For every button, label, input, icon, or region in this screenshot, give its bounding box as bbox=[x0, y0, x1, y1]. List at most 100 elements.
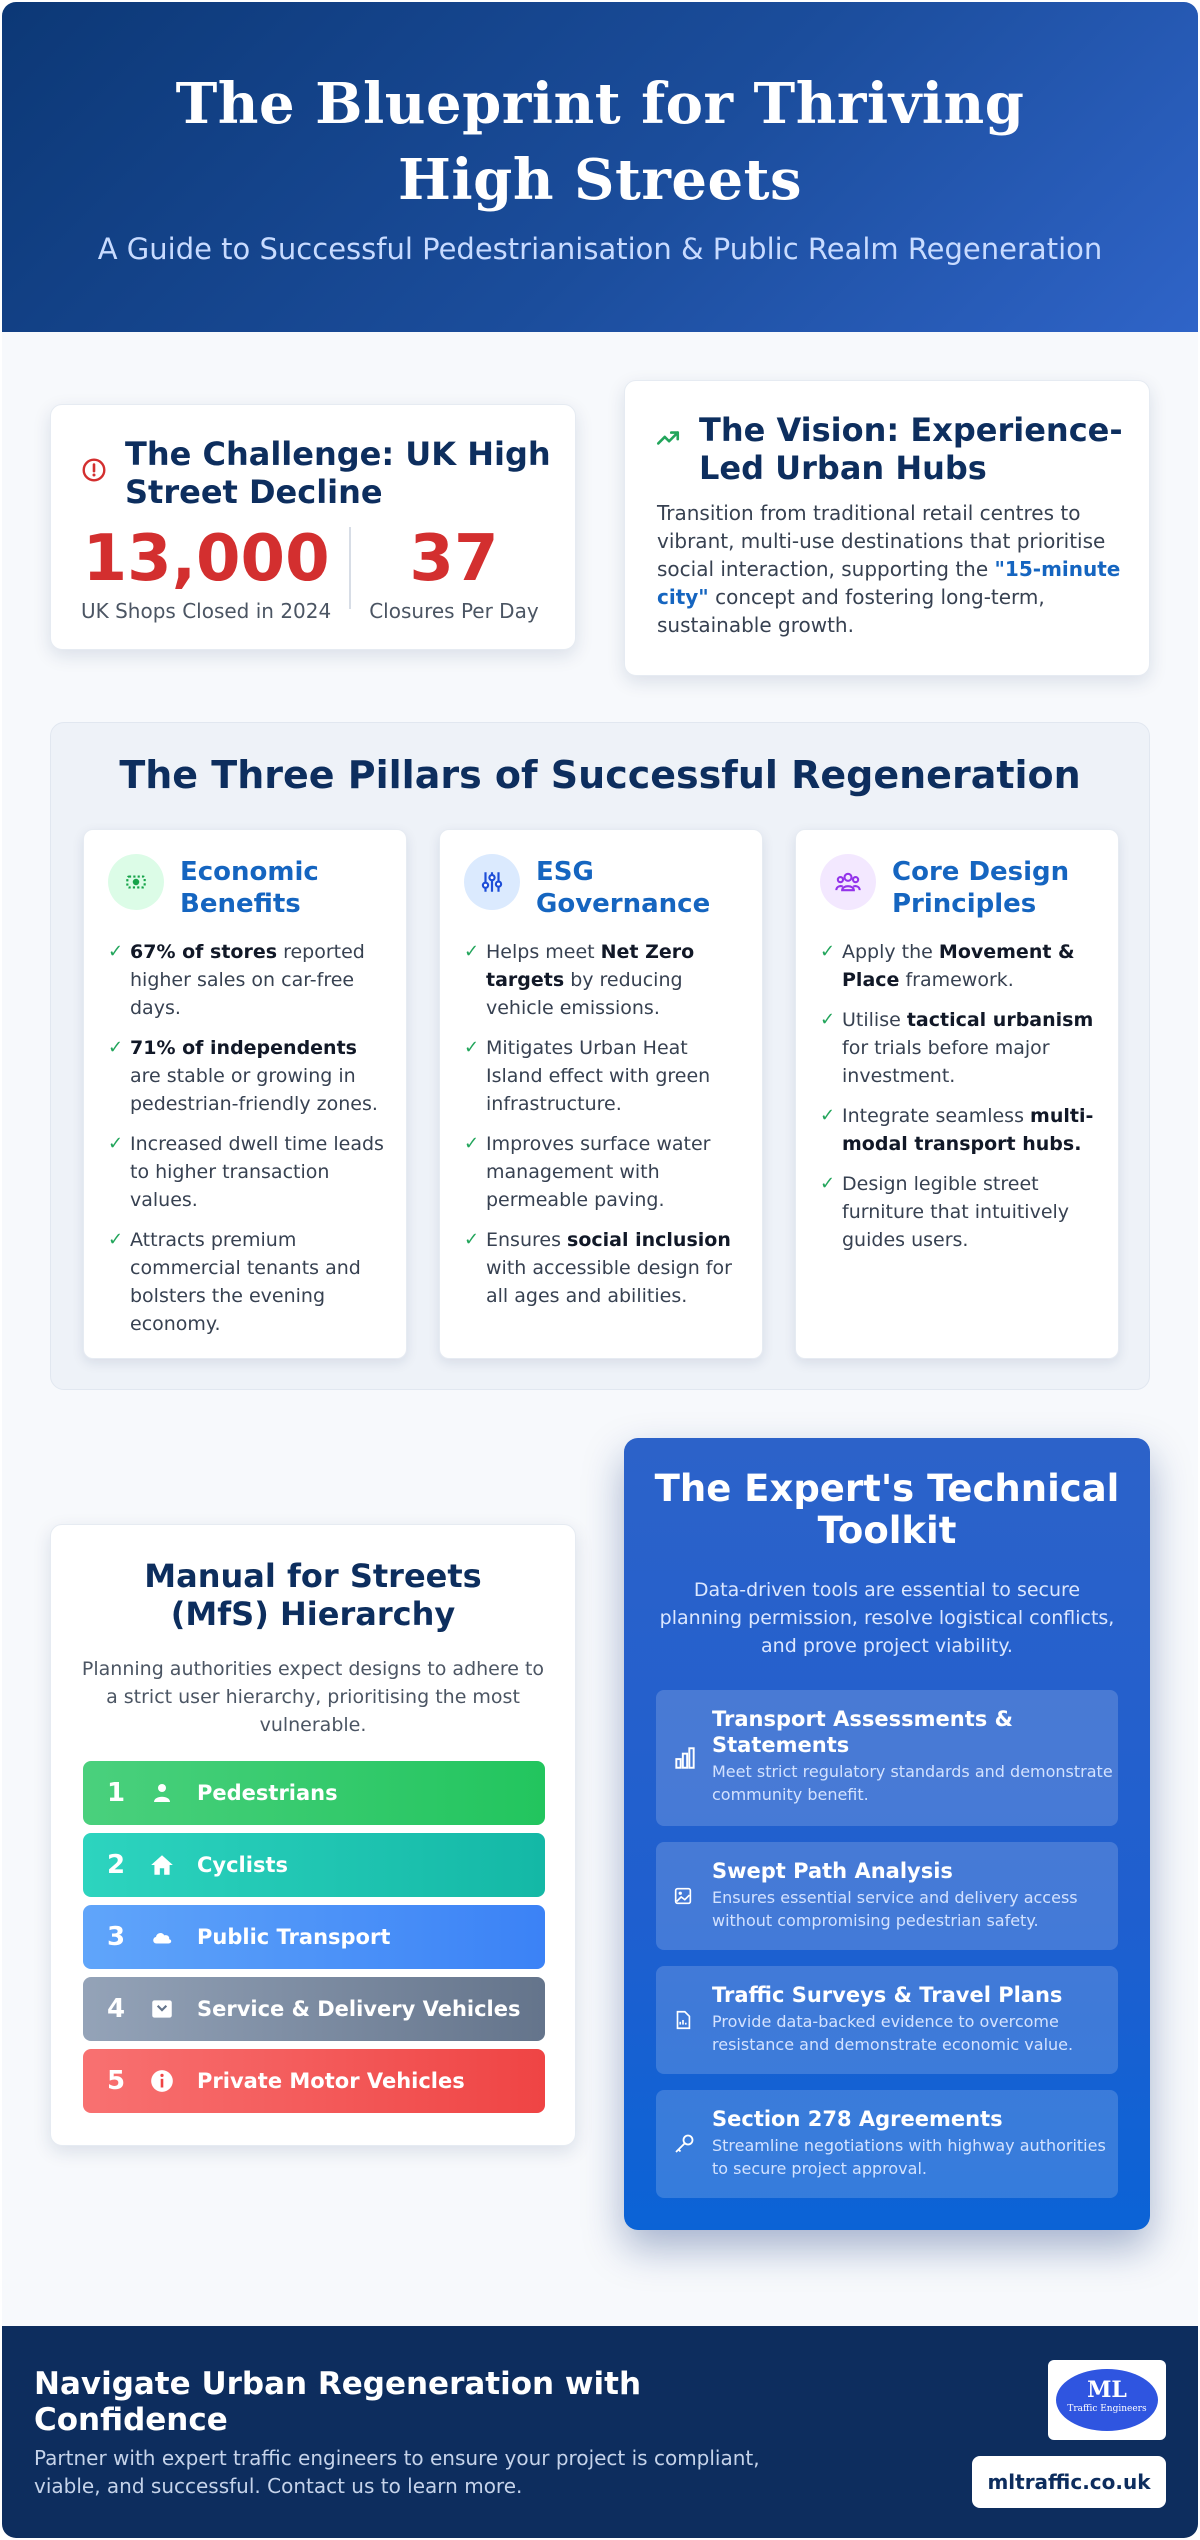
vision-card: The Vision: Experience-Led Urban Hubs Tr… bbox=[624, 380, 1150, 676]
hierarchy-row-private-motor: 5 Private Motor Vehicles bbox=[83, 2049, 545, 2113]
mfs-hierarchy-card: Manual for Streets (MfS) Hierarchy Plann… bbox=[50, 1524, 576, 2146]
vision-title: The Vision: Experience-Led Urban Hubs bbox=[699, 411, 1123, 487]
challenge-card: The Challenge: UK High Street Decline 13… bbox=[50, 404, 576, 650]
point-text: framework. bbox=[899, 969, 1014, 991]
hierarchy-row-pedestrians: 1 Pedestrians bbox=[83, 1761, 545, 1825]
tool-name: Swept Path Analysis bbox=[712, 1859, 953, 1883]
hierarchy-label: Service & Delivery Vehicles bbox=[197, 1997, 521, 2021]
point-bold: social inclusion bbox=[567, 1229, 731, 1251]
hierarchy-row-public-transport: 3 Public Transport bbox=[83, 1905, 545, 1969]
rank-number: 2 bbox=[107, 1850, 126, 1880]
alert-circle-icon bbox=[82, 458, 106, 482]
stat-shops-closed: 13,000 UK Shops Closed in 2024 bbox=[81, 523, 331, 623]
vision-highlight: "15-minute city" bbox=[657, 557, 1121, 609]
point-text: Helps meet bbox=[486, 941, 601, 963]
website-link-button[interactable]: mltraffic.co.uk bbox=[972, 2456, 1166, 2508]
check-icon: ✓ bbox=[108, 1133, 124, 1154]
point-bold: 67% of stores bbox=[130, 941, 278, 963]
pillar-points: ✓Apply the Movement & Place framework. ✓… bbox=[796, 920, 1118, 1254]
rank-number: 4 bbox=[107, 1994, 126, 2024]
stat-label: UK Shops Closed in 2024 bbox=[81, 599, 332, 623]
check-icon: ✓ bbox=[108, 941, 124, 962]
check-icon: ✓ bbox=[464, 941, 480, 962]
point-text: reported higher sales on car-free days. bbox=[130, 941, 365, 1019]
mfs-title: Manual for Streets (MfS) Hierarchy bbox=[144, 1557, 482, 1633]
point-text: Integrate seamless bbox=[842, 1105, 1031, 1127]
point-bold: tactical urbanism bbox=[906, 1009, 1094, 1031]
box-icon bbox=[147, 1994, 177, 2024]
pillar-title: Economic Benefits bbox=[180, 857, 319, 919]
point-bold: multi-modal transport hubs. bbox=[842, 1105, 1094, 1155]
company-logo[interactable]: ML Traffic Engineers bbox=[1048, 2360, 1166, 2440]
pillars-title: The Three Pillars of Successful Regenera… bbox=[119, 753, 1081, 797]
pillar-esg: ESG Governance ✓ Helps meet Net Zero targ… bbox=[439, 829, 763, 1359]
hierarchy-list: 1 Pedestrians 2 Cyclists 3 Public Transp… bbox=[83, 1761, 545, 2121]
hierarchy-row-cyclists: 2 Cyclists bbox=[83, 1833, 545, 1897]
sliders-icon bbox=[464, 854, 520, 910]
rank-number: 3 bbox=[107, 1922, 126, 1952]
cta-footer: Navigate Urban Regeneration with Confide… bbox=[2, 2326, 1198, 2538]
tool-desc: Meet strict regulatory standards and dem… bbox=[712, 1762, 1113, 1804]
list-item: ✓ Increased dwell time leads to higher tr… bbox=[108, 1130, 388, 1214]
page-title: The Blueprint for Thriving High Streets bbox=[175, 71, 1025, 213]
point-text: for trials before major investment. bbox=[842, 1037, 1050, 1087]
stat-divider bbox=[349, 527, 352, 609]
challenge-title: The Challenge: UK High Street Decline bbox=[125, 435, 551, 511]
point-bold: Movement & Place bbox=[842, 941, 1075, 991]
logo-mark: ML bbox=[1087, 2377, 1127, 2403]
hierarchy-label: Public Transport bbox=[197, 1925, 391, 1949]
hierarchy-label: Pedestrians bbox=[197, 1781, 338, 1805]
tool-desc: Streamline negotiations with highway aut… bbox=[712, 2136, 1106, 2178]
list-item: ✓Utilise tactical urbanism for trials be… bbox=[820, 1006, 1100, 1090]
pillar-economic: Economic Benefits ✓ 67% of stores reporte… bbox=[83, 829, 407, 1359]
stat-closures-per-day: 37 Closures Per Day bbox=[369, 523, 538, 623]
check-icon: ✓ bbox=[108, 1037, 124, 1058]
point-text: with accessible design for all ages and … bbox=[486, 1257, 732, 1307]
point-text: Apply the bbox=[842, 941, 939, 963]
pillar-points: ✓ Helps meet Net Zero targets by reducing… bbox=[440, 920, 762, 1310]
challenge-stats: 13,000 UK Shops Closed in 2024 37 Closur… bbox=[81, 523, 561, 623]
home-icon bbox=[147, 1850, 177, 1880]
pillars-section: The Three Pillars of Successful Regenera… bbox=[50, 722, 1150, 1390]
list-item: ✓ Integrate seamless multi-modal transpor… bbox=[820, 1102, 1100, 1158]
check-icon: ✓ bbox=[464, 1133, 480, 1154]
point-text: by reducing vehicle emissions. bbox=[486, 969, 683, 1019]
point-bold: Net Zero targets bbox=[486, 941, 695, 991]
key-icon bbox=[672, 2090, 700, 2198]
tool-name: Traffic Surveys & Travel Plans bbox=[712, 1983, 1063, 2007]
point-text: Mitigates Urban Heat Island effect with … bbox=[486, 1037, 711, 1115]
page-subtitle: A Guide to Successful Pedestrianisation … bbox=[97, 232, 1103, 266]
stat-label: Closures Per Day bbox=[369, 599, 539, 623]
point-bold: 71% of independents bbox=[130, 1037, 357, 1059]
check-icon: ✓ bbox=[820, 1105, 836, 1126]
footer-text: Partner with expert traffic engineers to… bbox=[34, 2446, 760, 2498]
list-item: ✓ Improves surface water management with … bbox=[464, 1130, 744, 1214]
image-icon bbox=[672, 1842, 700, 1950]
point-text: Ensures bbox=[486, 1229, 568, 1251]
money-icon bbox=[108, 854, 164, 910]
list-item: ✓Ensures social inclusion with accessibl… bbox=[464, 1226, 744, 1310]
point-text: Increased dwell time leads to higher tra… bbox=[130, 1133, 384, 1211]
hierarchy-row-service-delivery: 4 Service & Delivery Vehicles bbox=[83, 1977, 545, 2041]
pillar-title: ESG Governance bbox=[536, 857, 711, 919]
tool-desc: Provide data-backed evidence to overcome… bbox=[712, 2012, 1074, 2054]
check-icon: ✓ bbox=[108, 1229, 124, 1250]
toolkit-title: The Expert's Technical Toolkit bbox=[654, 1467, 1120, 1552]
tool-name: Section 278 Agreements bbox=[712, 2107, 1003, 2131]
stat-value: 13,000 bbox=[82, 522, 330, 596]
people-group-icon bbox=[820, 854, 876, 910]
point-text: Design legible street furniture that int… bbox=[842, 1173, 1070, 1251]
toolkit-intro: Data-driven tools are essential to secur… bbox=[659, 1579, 1115, 1657]
technical-toolkit-card: The Expert's Technical Toolkit Data-driv… bbox=[624, 1438, 1150, 2230]
logo-oval: ML Traffic Engineers bbox=[1056, 2369, 1158, 2431]
pillar-points: ✓ 67% of stores reported higher sales on … bbox=[84, 920, 406, 1338]
point-text: are stable or growing in pedestrian-frie… bbox=[130, 1065, 378, 1115]
point-text: Improves surface water management with p… bbox=[486, 1133, 711, 1211]
list-item: ✓Apply the Movement & Place framework. bbox=[820, 938, 1100, 994]
mfs-intro: Planning authorities expect designs to a… bbox=[81, 1658, 545, 1736]
bar-chart-icon bbox=[672, 1690, 700, 1826]
